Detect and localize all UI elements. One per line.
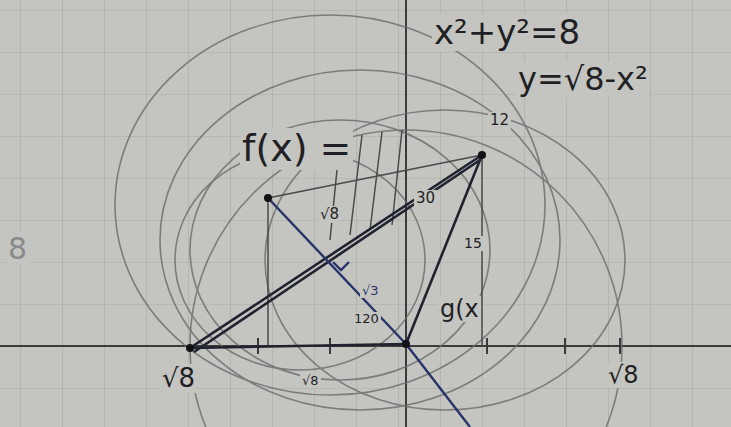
sketch-label: √8: [160, 364, 197, 393]
sketch-label: √3: [360, 284, 381, 298]
sketch-label: √8: [300, 374, 321, 388]
sketch-label: x²+y²=8: [432, 14, 582, 51]
sketch-label: √8: [318, 206, 341, 223]
sketch-label: 30: [414, 190, 437, 207]
sketch-label: 15: [462, 236, 484, 251]
points: [186, 151, 486, 352]
sketch-label: 12: [488, 112, 511, 129]
sketch-label: √8: [606, 362, 641, 388]
sketch-label: g(x: [438, 296, 481, 322]
sketch-label: y=√8-x²: [516, 62, 650, 97]
y-axis: [405, 0, 407, 427]
sketch-label: 120: [352, 312, 381, 326]
sketch-label: 8: [6, 232, 29, 265]
sketch-label: f(x) =: [240, 128, 353, 170]
triangle: [190, 155, 482, 352]
